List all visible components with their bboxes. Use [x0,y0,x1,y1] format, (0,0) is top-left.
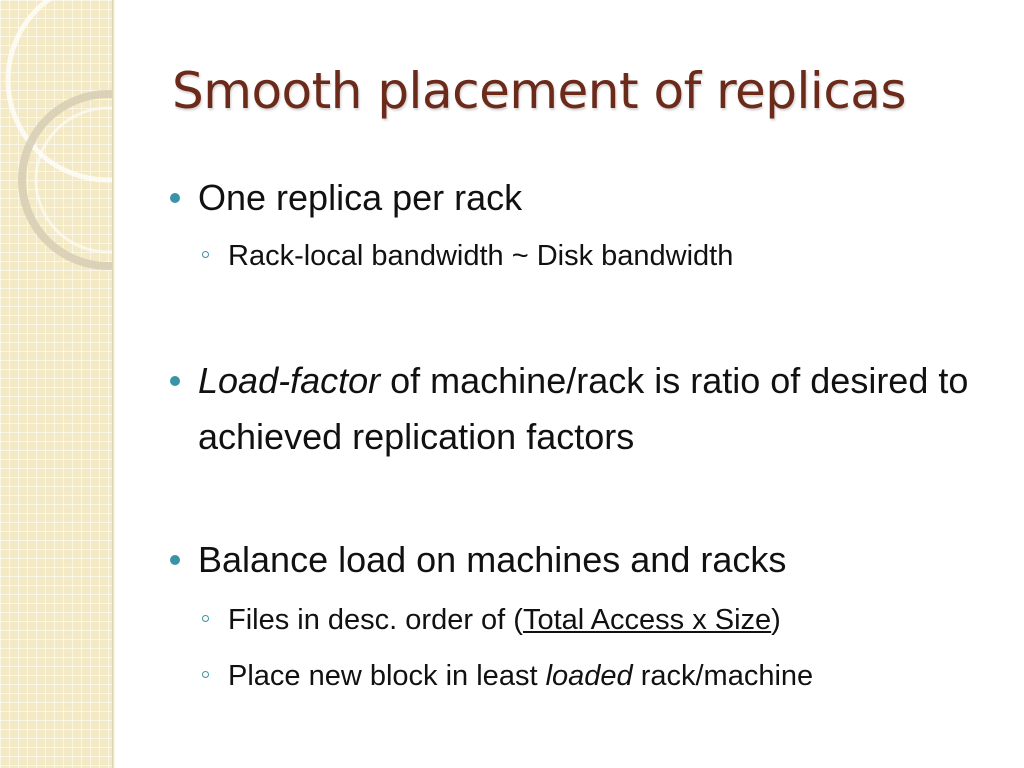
bullet-item: One replica per rack [170,170,970,226]
sub-bullet-suffix: ) [771,604,781,636]
sub-bullet-prefix: Place new block in least [228,660,546,692]
sidebar-edge [112,0,115,768]
sub-bullet-item: Place new block in least loaded rack/mac… [202,656,988,696]
bullet-emphasis: Load-factor [198,360,381,401]
sub-bullet-prefix: Files in desc. order of ( [228,604,523,636]
slide-title: Smooth placement of replicas [172,62,907,120]
bullet-text: Load-factor of machine/rack is ratio of … [198,353,970,465]
bullet-dot-icon [170,193,180,203]
sub-bullet-ring-icon [202,671,209,678]
sub-bullet-ring-icon [202,615,209,622]
sub-bullet-item: Rack-local bandwidth ~ Disk bandwidth [202,236,988,276]
decorative-sidebar [0,0,112,768]
bullet-text: One replica per rack [198,177,523,218]
sub-bullet-ring-icon [202,251,209,258]
sub-bullet-emphasis: loaded [545,660,633,692]
sub-bullet-suffix: rack/machine [632,660,814,692]
sub-bullet-text: Rack-local bandwidth ~ Disk bandwidth [228,240,734,272]
sub-bullet-item: Files in desc. order of (Total Access x … [202,600,988,640]
bullet-item: Balance load on machines and racks [170,532,970,588]
bullet-text-rest: of machine/rack is ratio of desired to a… [198,360,969,457]
bullet-dot-icon [170,376,180,386]
sub-bullet-underlined: Total Access x Size [522,604,772,636]
bullet-text: Balance load on machines and racks [198,539,787,580]
bullet-item: Load-factor of machine/rack is ratio of … [170,353,970,465]
decorative-circles [5,0,112,270]
bullet-dot-icon [170,555,180,565]
